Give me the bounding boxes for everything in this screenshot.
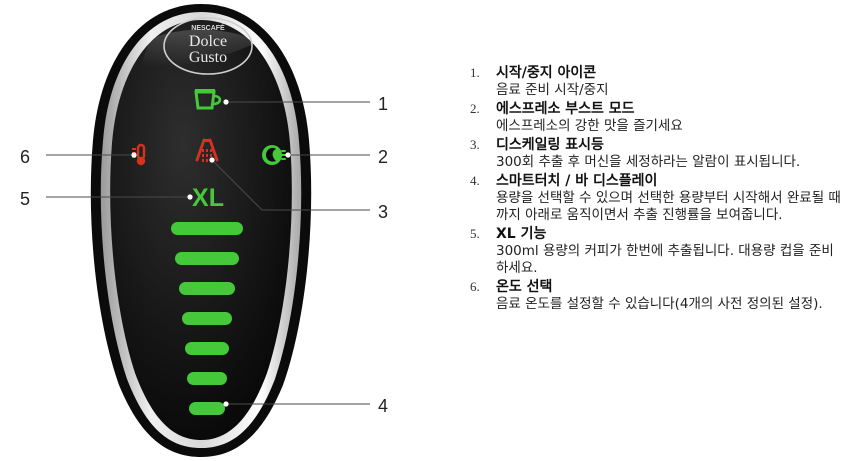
leader-dot-2 [285, 152, 291, 158]
xl-button[interactable]: XL [192, 184, 224, 212]
level-bar-1[interactable] [171, 222, 243, 235]
brand-line-1: NESCAFÉ [191, 23, 225, 32]
leader-dot-3 [209, 157, 215, 163]
brand-line-2: Dolce [189, 33, 227, 50]
panel-gloss [140, 29, 258, 67]
legend-item-title: 스마트터치 / 바 디스플레이 [496, 173, 658, 189]
espresso-boost-icon[interactable] [262, 145, 287, 165]
legend-item-title: 디스케일링 표시등 [496, 137, 604, 153]
level-bar-4[interactable] [182, 312, 232, 325]
leader-line-3 [211, 159, 370, 211]
leader-dot-1 [223, 99, 229, 105]
callout-number-1: 1 [378, 94, 389, 114]
legend-item: 3. 디스케일링 표시등 300회 추출 후 머신을 세정하라는 알람이 표시됩… [470, 136, 842, 171]
legend-item: 4. 스마트터치 / 바 디스플레이 용량을 선택할 수 있으며 선택한 용량부… [470, 172, 842, 224]
legend-item-description: 용량을 선택할 수 있으며 선택한 용량부터 시작해서 완료될 때까지 아래로 … [496, 190, 841, 223]
legend-item: 1. 시작/중지 아이콘 음료 준비 시작/중지 [470, 64, 842, 99]
callout-number-5: 5 [20, 189, 31, 209]
callout-number-3: 3 [378, 202, 389, 222]
legend-item-description: 에스프레소의 강한 맛을 즐기세요 [496, 118, 683, 134]
level-bar-3[interactable] [179, 282, 235, 295]
level-bar-7[interactable] [189, 402, 225, 415]
leader-dot-5 [187, 194, 193, 200]
leader-dot-4 [223, 401, 229, 407]
legend-item-title: 시작/중지 아이콘 [496, 65, 597, 81]
leader-dot-6 [131, 152, 137, 158]
legend-item-description: 300ml 용량의 커피가 한번에 추출됩니다. 대용량 컵을 준비하세요. [496, 243, 834, 276]
feature-legend: 1. 시작/중지 아이콘 음료 준비 시작/중지 2. 에스프레소 부스트 모드… [470, 64, 842, 314]
callout-number-2: 2 [378, 147, 389, 167]
callout-number-4: 4 [378, 396, 389, 416]
level-bar-2[interactable] [175, 252, 239, 265]
legend-item-description: 300회 추출 후 머신을 세정하라는 알람이 표시됩니다. [496, 154, 801, 170]
legend-item-number: 2. [470, 101, 480, 116]
level-bar-5[interactable] [185, 342, 229, 355]
legend-item: 6. 온도 선택 음료 온도를 설정할 수 있습니다(4개의 사전 정의된 설정… [470, 278, 842, 313]
legend-item: 5. XL 기능 300ml 용량의 커피가 한번에 추출됩니다. 대용량 컵을… [470, 225, 842, 277]
legend-item-number: 6. [470, 279, 480, 294]
callout-number-6: 6 [20, 147, 31, 167]
legend-item-number: 1. [470, 65, 480, 80]
legend-item-description: 음료 준비 시작/중지 [496, 82, 609, 98]
legend-item-description: 음료 온도를 설정할 수 있습니다(4개의 사전 정의된 설정). [496, 296, 823, 312]
brand-line-3: Gusto [189, 49, 227, 66]
callout-leader-lines [46, 99, 370, 407]
nescafe-dolce-gusto-logo: NESCAFÉ Dolce Gusto [163, 17, 253, 75]
legend-item-title: 에스프레소 부스트 모드 [496, 101, 635, 117]
legend-item-title: XL 기능 [496, 226, 547, 242]
start-stop-cup-icon[interactable] [194, 89, 222, 110]
legend-item-title: 온도 선택 [496, 279, 553, 295]
legend-item-number: 4. [470, 173, 480, 188]
smarttouch-bar-display[interactable] [171, 222, 243, 415]
legend-item-number: 3. [470, 137, 480, 152]
level-bar-6[interactable] [187, 372, 227, 385]
legend-item-number: 5. [470, 226, 480, 241]
legend-item: 2. 에스프레소 부스트 모드 에스프레소의 강한 맛을 즐기세요 [470, 100, 842, 135]
